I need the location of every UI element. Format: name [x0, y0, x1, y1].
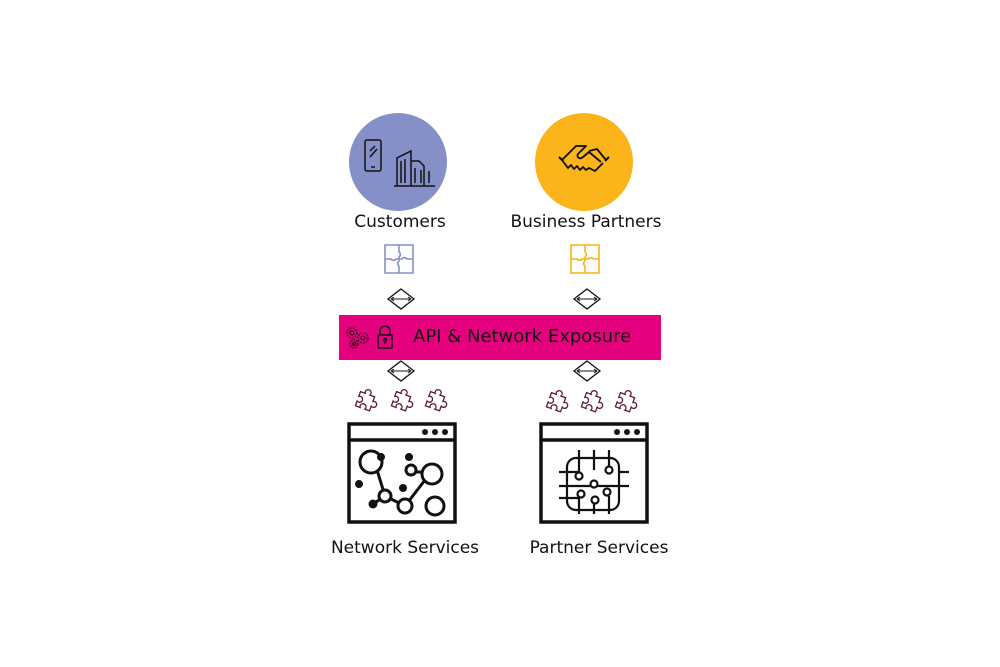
puzzle-piece-icon: [352, 386, 380, 414]
customers-puzzle-icon: [384, 244, 414, 274]
network-graph-icon: [355, 449, 446, 517]
puzzle-piece-icon: [543, 387, 571, 415]
smartphone-icon: [364, 139, 382, 172]
bidirectional-connector-icon: [572, 288, 602, 310]
api-network-exposure-label: API & Network Exposure: [413, 326, 632, 347]
business-partners-circle: [535, 113, 633, 211]
network-services-window: [347, 422, 457, 524]
partner-services-label: Partner Services: [529, 538, 669, 558]
bidirectional-connector-icon: [386, 360, 416, 382]
customers-circle: [349, 113, 447, 211]
network-services-label: Network Services: [330, 538, 480, 558]
lock-icon: [377, 325, 393, 349]
puzzle-piece-icon: [388, 386, 416, 414]
puzzle-piece-icon: [578, 387, 606, 415]
bidirectional-connector-icon: [572, 360, 602, 382]
bidirectional-connector-icon: [386, 288, 416, 310]
customers-label: Customers: [354, 212, 446, 232]
circuit-chip-icon: [559, 450, 629, 514]
business-partners-label: Business Partners: [510, 212, 662, 232]
gears-icon: [346, 327, 369, 349]
buildings-icon: [394, 149, 435, 187]
puzzle-piece-icon: [422, 386, 450, 414]
puzzle-piece-icon: [612, 387, 640, 415]
partners-puzzle-icon: [570, 244, 600, 274]
handshake-icon: [558, 145, 610, 172]
partner-services-window: [539, 422, 649, 524]
